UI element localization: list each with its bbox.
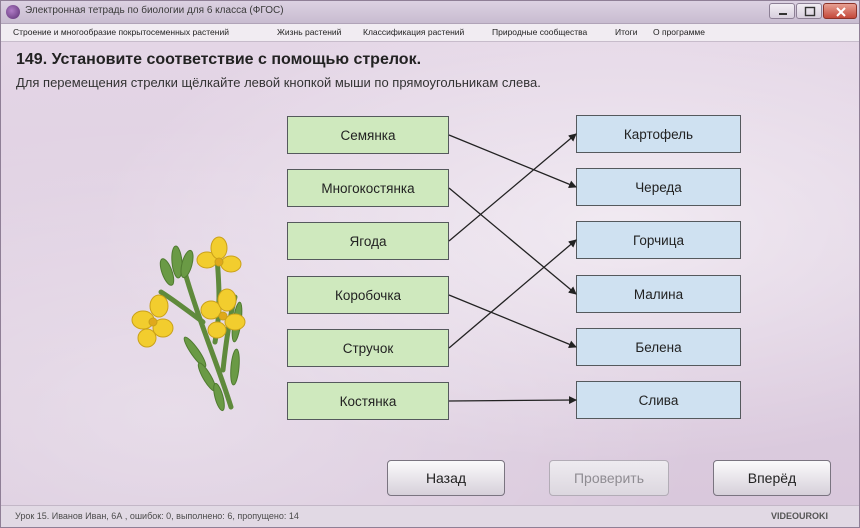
task-title: 149. Установите соответствие с помощью с… (16, 51, 422, 68)
task-area: 149. Установите соответствие с помощью с… (1, 42, 859, 505)
status-bar: Урок 15. Иванов Иван, 6А , ошибок: 0, вы… (1, 505, 859, 527)
connection-arrow-2 (448, 133, 577, 242)
connection-arrow-0 (448, 134, 577, 189)
title-bar: Электронная тетрадь по биологии для 6 кл… (1, 1, 859, 24)
mustard-flower-illustration (131, 236, 246, 412)
menu-item-classification[interactable]: Классификация растений (363, 27, 465, 37)
maximize-icon (804, 6, 816, 17)
app-logo-icon (6, 5, 20, 19)
brand-logo: VIDEOUROKI (771, 511, 829, 521)
left-item-yagoda[interactable]: Ягода (287, 222, 449, 260)
connection-arrow-1 (448, 187, 577, 295)
connection-arrow-4 (448, 239, 577, 349)
right-item-chereda: Череда (576, 168, 741, 206)
right-item-gorchitsa: Горчица (576, 221, 741, 259)
right-item-kartofel: Картофель (576, 115, 741, 153)
minimize-icon (779, 13, 787, 15)
right-item-malina: Малина (576, 275, 741, 313)
menu-bar: Строение и многообразие покрытосеменных … (1, 24, 859, 42)
status-text: Урок 15. Иванов Иван, 6А , ошибок: 0, вы… (15, 511, 299, 521)
menu-item-results[interactable]: Итоги (615, 27, 638, 37)
menu-item-communities[interactable]: Природные сообщества (492, 27, 588, 37)
window-title: Электронная тетрадь по биологии для 6 кл… (25, 5, 284, 16)
next-button[interactable]: Вперёд (713, 460, 831, 496)
maximize-button[interactable] (796, 3, 822, 19)
close-button[interactable] (823, 3, 857, 19)
menu-item-plant-life[interactable]: Жизнь растений (277, 27, 342, 37)
left-item-semyanka[interactable]: Семянка (287, 116, 449, 154)
close-icon (836, 7, 846, 17)
right-item-sliva: Слива (576, 381, 741, 419)
right-item-belena: Белена (576, 328, 741, 366)
connection-arrow-5 (448, 396, 577, 405)
left-item-struchok[interactable]: Стручок (287, 329, 449, 367)
menu-item-structure[interactable]: Строение и многообразие покрытосеменных … (13, 27, 229, 37)
left-item-kostyanka[interactable]: Костянка (287, 382, 449, 420)
left-item-mnogokostyanka[interactable]: Многокостянка (287, 169, 449, 207)
menu-item-about[interactable]: О программе (653, 27, 706, 37)
back-button[interactable]: Назад (387, 460, 505, 496)
connection-arrow-3 (448, 294, 577, 349)
minimize-button[interactable] (769, 3, 795, 19)
left-item-korobochka[interactable]: Коробочка (287, 276, 449, 314)
check-button[interactable]: Проверить (549, 460, 669, 496)
task-instruction: Для перемещения стрелки щёлкайте левой к… (16, 75, 541, 90)
connection-arrows (448, 133, 577, 405)
